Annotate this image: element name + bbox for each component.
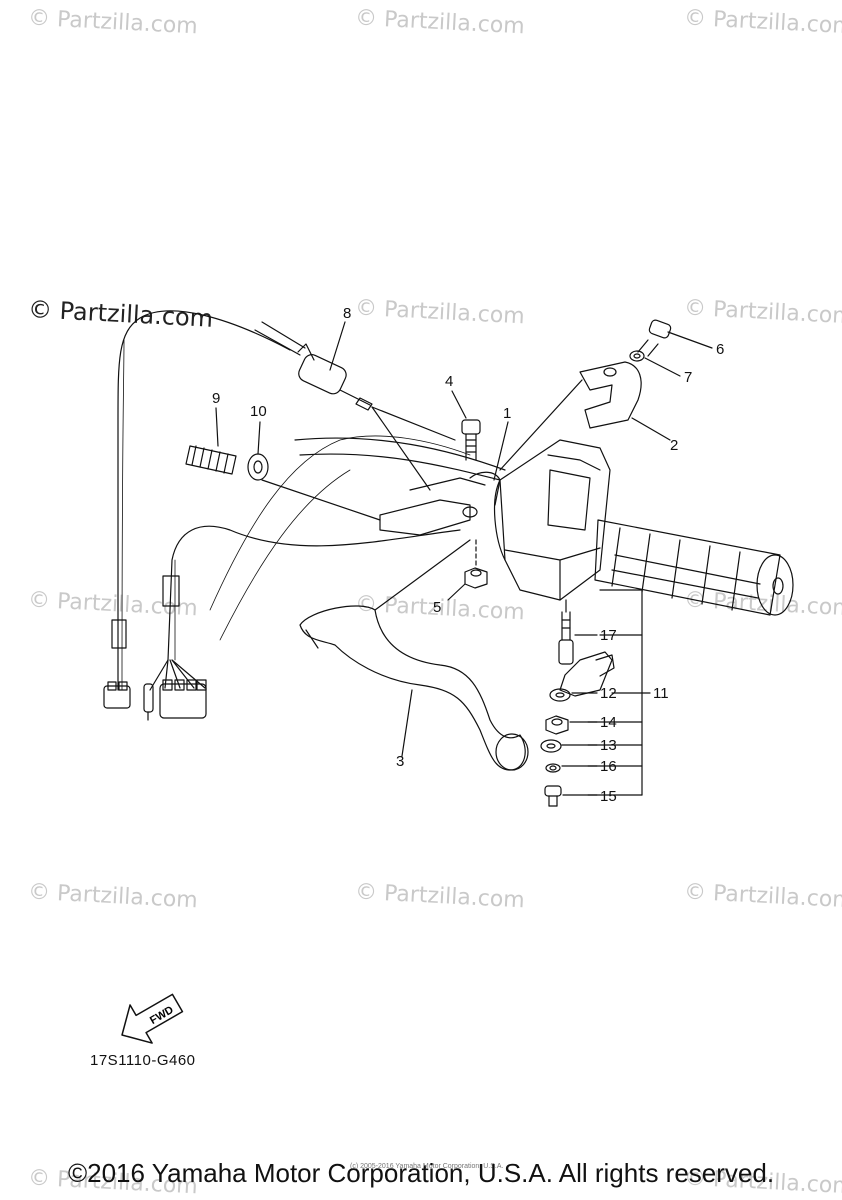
switch-cable: [117, 310, 291, 691]
multi-pin-connector: [159, 679, 207, 719]
wire-harness: [167, 525, 461, 661]
callout-2: 2: [670, 437, 678, 454]
copyright-notice: ©2016 Yamaha Motor Corporation, U.S.A. A…: [67, 1158, 775, 1188]
brake-switch: [254, 321, 373, 411]
clamp-screw: [637, 319, 672, 357]
collar: [549, 688, 571, 702]
switch-cable-inner: [121, 339, 125, 691]
lever-holder: [379, 471, 501, 536]
two-pin-connector: [103, 681, 131, 709]
grip: [594, 519, 794, 616]
locknut: [247, 453, 269, 481]
adjuster-bolt: [185, 445, 237, 475]
callout-4: 4: [445, 373, 453, 390]
callout-12: 12: [600, 685, 617, 702]
callout-16: 16: [600, 758, 617, 775]
callout-3: 3: [396, 753, 404, 770]
fwd-arrow-icon: [121, 993, 184, 1044]
clamp-washer: [629, 350, 645, 362]
lever-bolt: [558, 611, 574, 665]
callout-11: 11: [653, 685, 669, 702]
callout-17: 17: [600, 627, 617, 644]
clamp: [579, 361, 642, 429]
pivot-nut: [464, 567, 488, 589]
cable-sleeve-2: [111, 619, 127, 649]
handlebar: [299, 453, 501, 481]
switch-housing: [493, 439, 611, 601]
lever-screw: [544, 785, 562, 807]
clutch-lever: [299, 605, 529, 771]
pivot-bolt: [461, 419, 481, 461]
bullet-connector: [143, 683, 154, 721]
callout-1: 1: [503, 405, 511, 422]
callout-14: 14: [600, 714, 617, 731]
callout-9: 9: [212, 390, 220, 407]
callout-10: 10: [250, 403, 267, 420]
copyright-small: (c) 2005-2016 Yamaha Motor Corporation, …: [350, 1163, 504, 1170]
callout-5: 5: [433, 599, 441, 616]
diagram-code: 17S1110-G460: [90, 1052, 196, 1069]
cable-sleeve: [162, 575, 180, 607]
callout-6: 6: [716, 341, 724, 358]
callout-13: 13: [600, 737, 617, 754]
lever-washer: [540, 739, 562, 753]
callout-8: 8: [343, 305, 351, 322]
callout-7: 7: [684, 369, 692, 386]
spring-washer: [545, 763, 561, 773]
lever-nut: [545, 715, 569, 735]
callout-15: 15: [600, 788, 617, 805]
